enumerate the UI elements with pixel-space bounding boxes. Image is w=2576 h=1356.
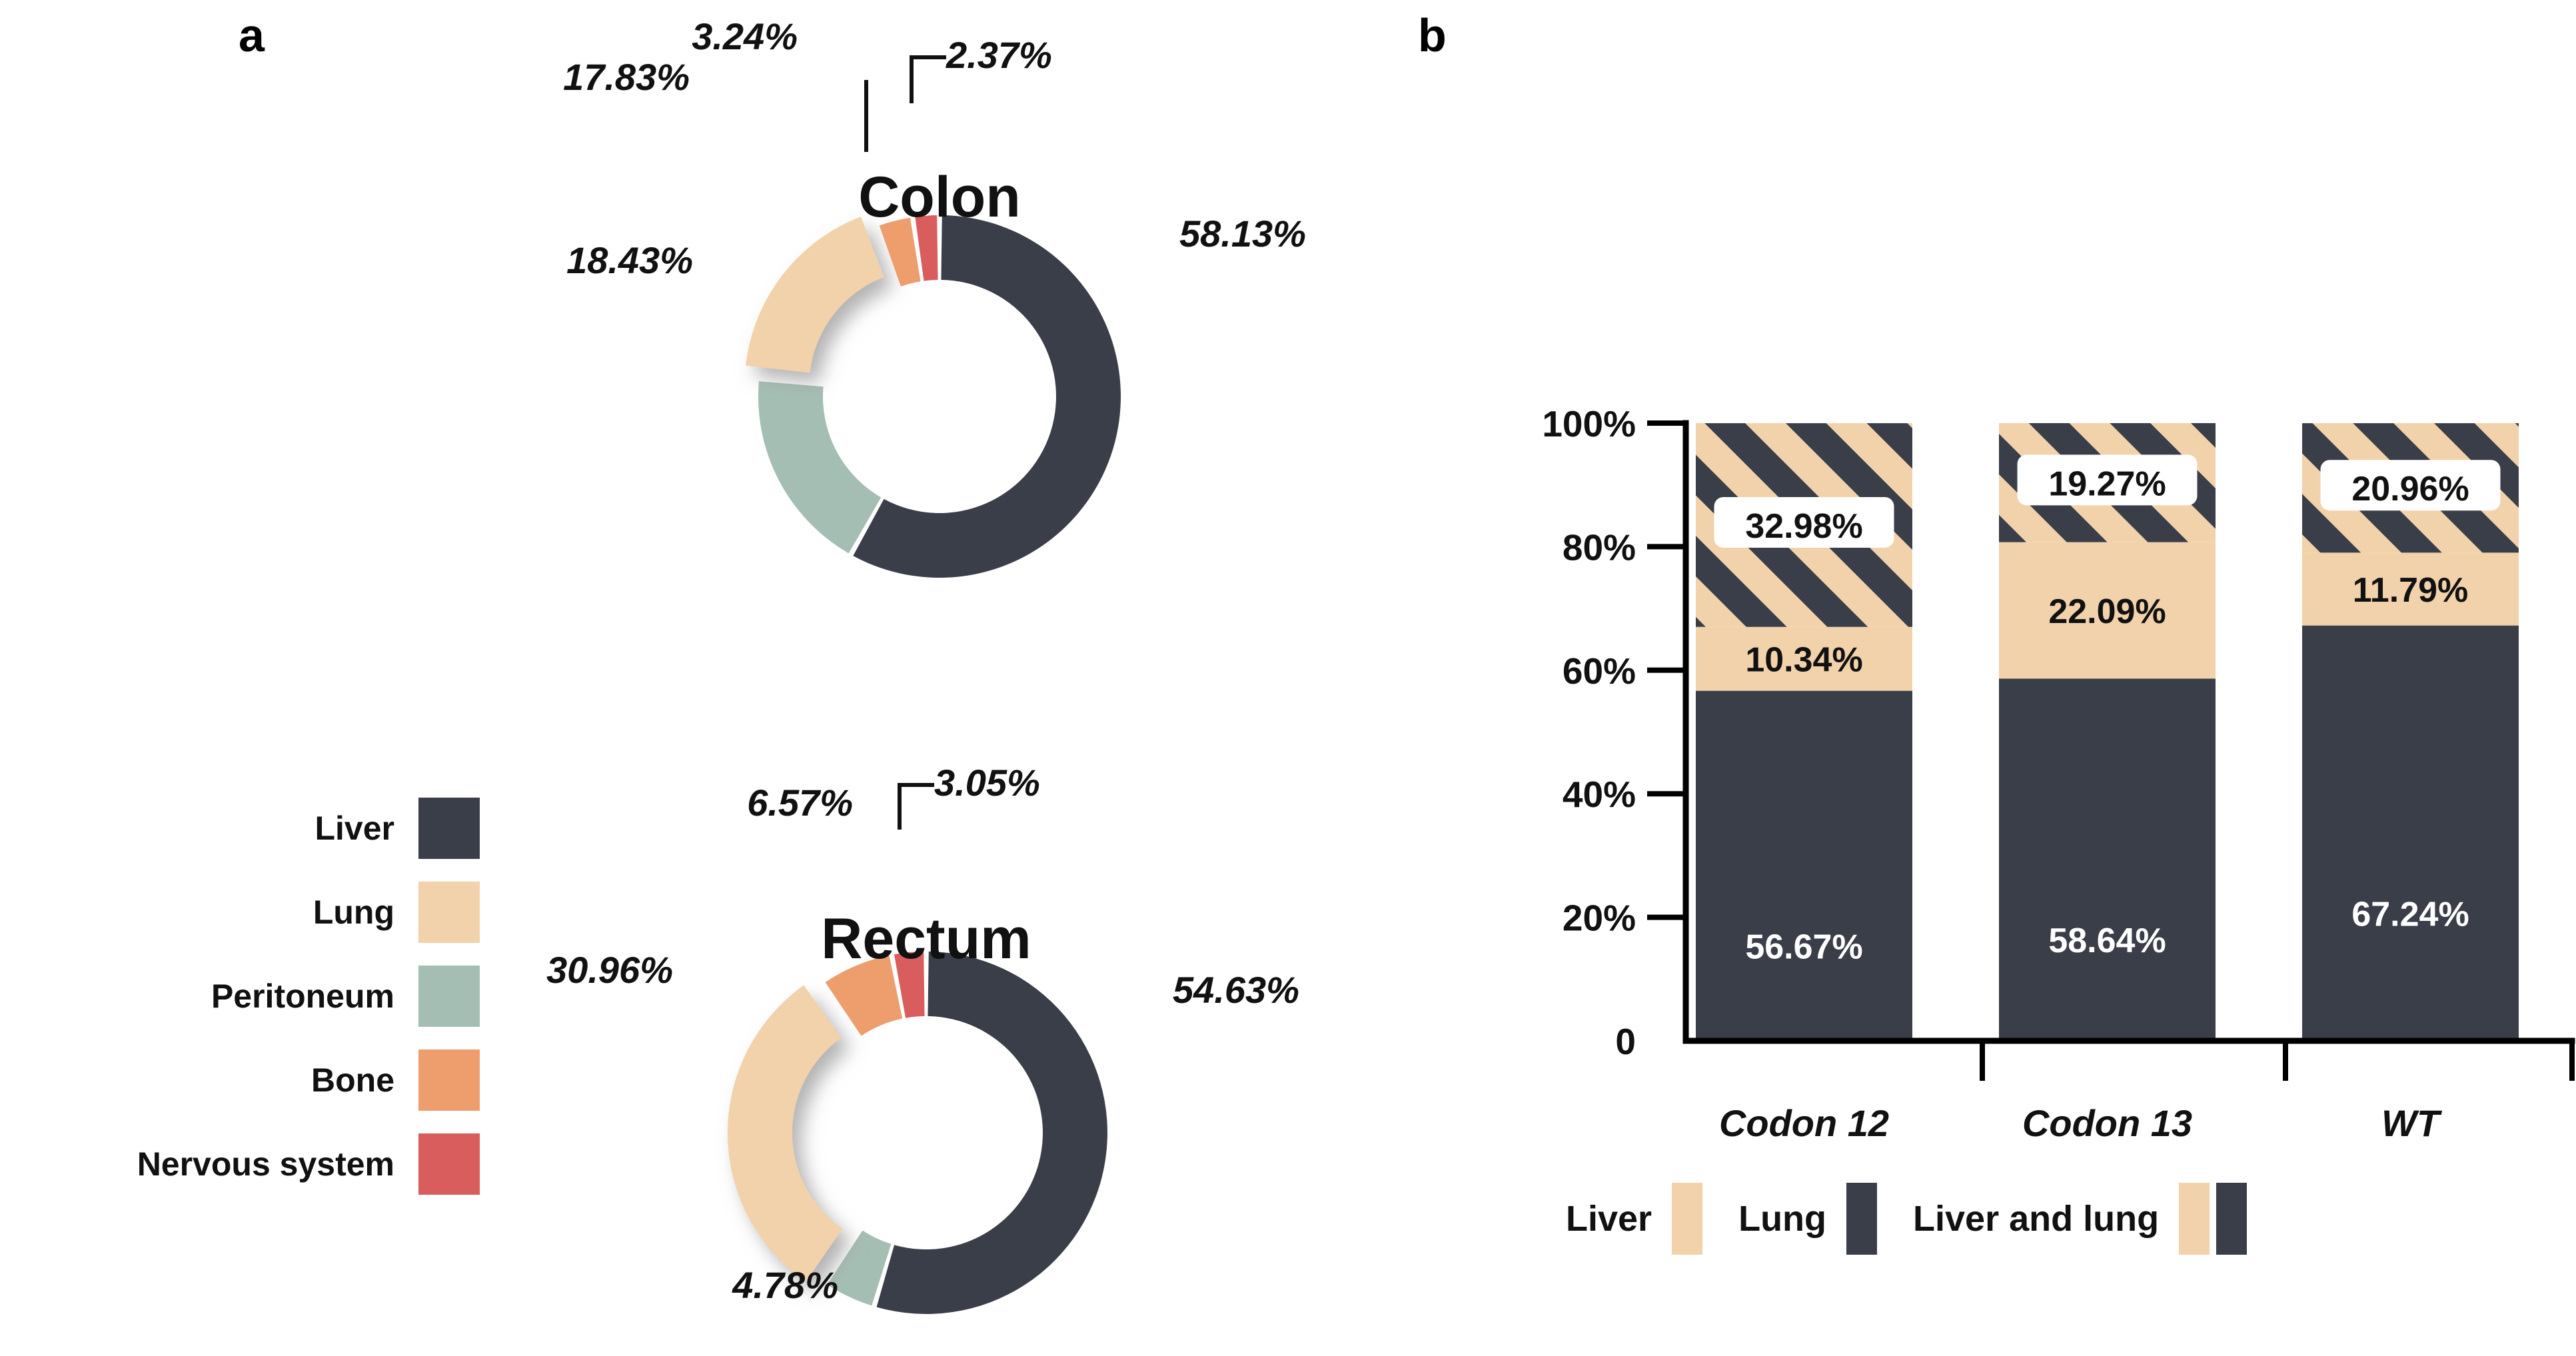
legend-b-item-label: Liver and lung [1913,1199,2160,1239]
legend-b-swatch-lung [1846,1183,1878,1255]
donut-rectum-value-lung: 30.96% [546,949,673,991]
donut-slice-nervous-system[interactable] [915,215,938,281]
legend-item-lung[interactable]: Lung [67,870,480,954]
donut-rectum: Rectum 3.05% 6.57% 30.96% 4.78% 54.63% [546,762,1299,1314]
donut-rectum-value-peritoneum: 4.78% [732,1264,838,1306]
donut-colon-value-bone: 3.24% [692,15,798,57]
legend-b-swatch-part-liver [2216,1183,2248,1255]
y-tick-label: 60% [1563,650,1636,692]
donut-rectum-value-nervous: 3.05% [934,762,1040,804]
legend-item-label: Nervous system [137,1145,394,1183]
legend-item-label: Peritoneum [211,978,394,1015]
bar-label-halo [2320,460,2501,511]
legend-item-liver[interactable]: Liver [67,786,480,870]
legend-item-label: Liver [315,810,394,847]
y-tick-label: 0 [1615,1021,1636,1062]
legend-b-swatch-part-lung [2179,1183,2210,1255]
x-axis-ticks [1980,1041,2575,1081]
donut-colon-value-peritoneum: 18.43% [566,239,693,281]
donut-slice-bone[interactable] [825,955,903,1036]
legend-b-item-liver[interactable]: Liver [1566,1183,1703,1255]
y-tick-label: 40% [1563,774,1636,815]
bar-segment-value: 58.64% [2048,922,2166,960]
bar-segment-codon-13-lung[interactable] [1999,542,2216,679]
legend-b-swatch-liver-and-lung [2179,1183,2248,1255]
legend-item-label: Lung [313,894,394,931]
x-axis-category-labels: Codon 12 Codon 13 WT [1719,1102,2443,1144]
legend-swatch-peritoneum [418,966,480,1027]
bar-label-halo [2017,454,2198,506]
y-axis-ticks: 0 20% 40% 60% 80% 100% [1542,403,1686,1062]
legend-b-item-liver-and-lung[interactable]: Liver and lung [1913,1183,2248,1255]
donut-colon-title: Colon [858,165,1021,229]
donut-slice-lung[interactable] [728,985,843,1282]
donut-slice-nervous-system[interactable] [894,952,925,1018]
y-tick-label: 80% [1563,526,1636,568]
donut-slice-peritoneum[interactable] [758,381,882,554]
bar-segment-value: 11.79% [2353,571,2469,610]
donut-slice-liver[interactable] [876,952,1107,1314]
donut-charts-panel: Colon 3.24% 2.37% 17.83% 18.43% 58.13% R… [546,15,1306,1314]
legend-item-label: Bone [311,1061,394,1099]
legend-swatch-lung [418,882,480,943]
donut-colon-value-lung: 17.83% [563,56,690,98]
x-axis-label-codon-12: Codon 12 [1719,1102,1889,1144]
bar-segment-value: 22.09% [2048,592,2166,631]
stacked-bar-chart: 0 20% 40% 60% 80% 100% 56.67% 10.34% 32.98% 58.6… [1542,403,2575,1144]
panel-label-a: a [239,9,265,61]
legend-item-bone[interactable]: Bone [67,1038,480,1122]
bar-segment-value: 19.27% [2048,464,2166,503]
bar-segment-codon-12-liver[interactable] [1696,690,1912,1041]
donut-slice-bone[interactable] [879,217,921,287]
x-axis-label-codon-13: Codon 13 [2022,1102,2192,1144]
bar-segment-value: 20.96% [2351,470,2469,508]
donut-rectum-title: Rectum [821,907,1031,971]
bar-segment-value: 10.34% [1745,641,1862,680]
legend-b-item-label: Liver [1566,1199,1652,1239]
legend-b-swatch-liver [1672,1183,1703,1255]
donut-colon-value-liver: 58.13% [1179,213,1306,255]
panel-label-b: b [1418,9,1447,61]
y-tick-label: 100% [1542,403,1636,444]
bar-segment-value: 56.67% [1745,928,1862,966]
x-axis-label-wt: WT [2381,1102,2443,1144]
donut-colon-value-nervous: 2.37% [946,34,1052,76]
legend-panel-a: Liver Lung Peritoneum Bone Nervous syste… [67,786,480,1206]
bar-segment-codon-12-lung[interactable] [1696,626,1912,691]
legend-b-item-lung[interactable]: Lung [1738,1183,1878,1255]
legend-panel-b: Liver Lung Liver and lung [1566,1183,2248,1255]
donut-rectum-value-liver: 54.63% [1173,969,1299,1011]
bar-label-halo [1714,496,1894,548]
bar-segment-value: 32.98% [1745,507,1862,546]
donut-slice-lung[interactable] [746,217,884,373]
legend-swatch-nervous-system [418,1133,480,1195]
bar-value-labels: 56.67% 10.34% 32.98% 58.64% 22.09% 19.27% 67.2… [1714,454,2501,966]
donut-slice-liver[interactable] [853,215,1121,578]
donut-colon: Colon 3.24% 2.37% 17.83% 18.43% 58.13% [563,15,1306,578]
bar-segment-wt-lung[interactable] [2302,552,2519,626]
bar-segment-codon-13-liver[interactable] [1999,678,2216,1041]
leader-line-nervous-rectum [898,783,934,830]
legend-swatch-liver [418,798,480,859]
legend-item-nervous-system[interactable]: Nervous system [67,1122,480,1206]
y-tick-label: 20% [1563,898,1636,939]
legend-item-peritoneum[interactable]: Peritoneum [67,954,480,1038]
bar-segment-value: 67.24% [2351,895,2469,934]
legend-b-item-label: Lung [1738,1199,1827,1239]
donut-slice-peritoneum[interactable] [827,1230,892,1306]
legend-swatch-bone [418,1049,480,1111]
donut-rectum-value-bone: 6.57% [747,782,853,824]
leader-line-nervous-colon [910,55,946,103]
bar-segment-wt-liver[interactable] [2302,625,2519,1041]
